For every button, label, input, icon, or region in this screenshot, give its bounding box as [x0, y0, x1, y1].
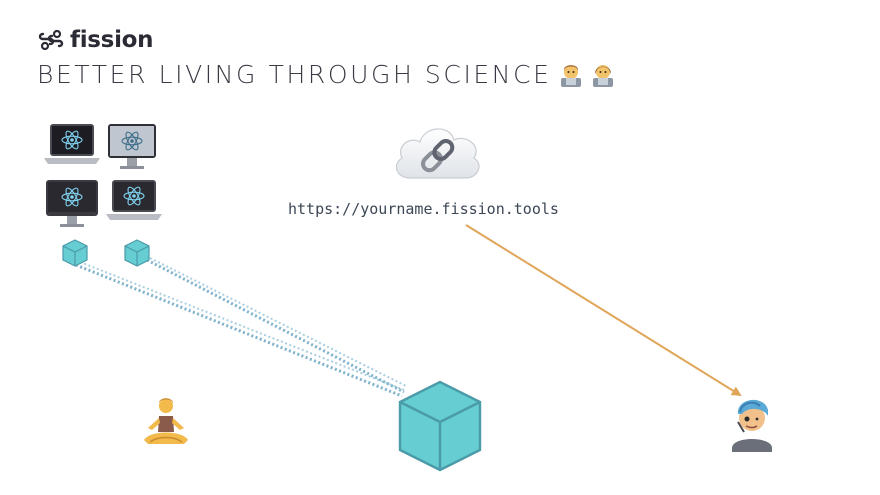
device-laptop: [44, 122, 100, 178]
tagline-text: BETTER LIVING THROUGH SCIENCE: [37, 60, 552, 89]
sync-line: [149, 257, 407, 387]
person-in-lotus-position-emoji: [140, 396, 192, 450]
app-url: https://yourname.fission.tools: [288, 200, 559, 218]
cloud-link-icon: [390, 118, 486, 184]
sync-line: [146, 258, 405, 394]
sync-line: [75, 263, 403, 398]
fission-logo-icon: [38, 29, 64, 51]
cube-icon: [122, 238, 152, 268]
device-monitor: [44, 178, 100, 236]
cube-icon: [60, 238, 90, 268]
device-monitor: [106, 122, 158, 178]
sync-line: [79, 261, 405, 391]
technologist-emoji: [558, 62, 584, 88]
brand-name: fission: [70, 27, 154, 53]
technologist-emoji: [590, 62, 616, 88]
punk-person-emoji: [724, 392, 780, 454]
device-laptop: [106, 178, 162, 234]
large-cube-icon: [396, 378, 484, 474]
request-arrow: [465, 224, 742, 397]
brand-header: fission: [38, 27, 154, 53]
tagline: BETTER LIVING THROUGH SCIENCE: [37, 60, 616, 89]
